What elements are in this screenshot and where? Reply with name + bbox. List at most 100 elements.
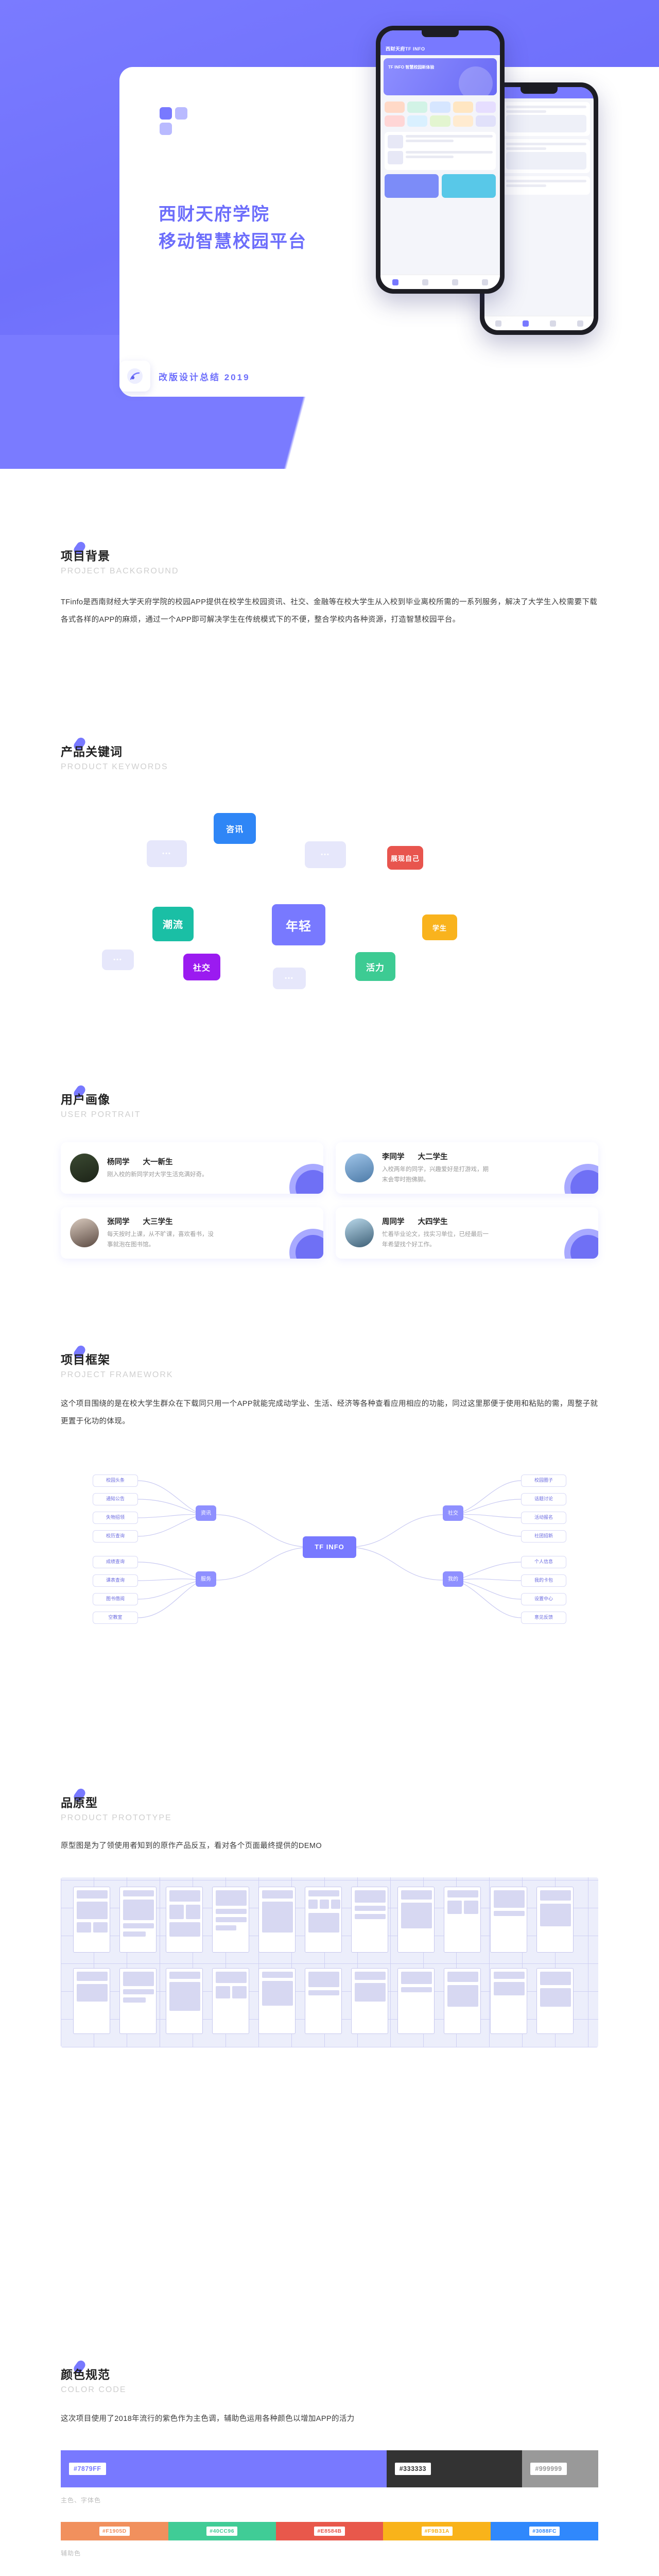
wireframe-screen [73, 1968, 110, 2035]
portrait-card: 杨同学大一新生 刚入校的新同学对大学生活充满好奇。 [61, 1142, 323, 1194]
keyword-tag[interactable]: 展现自己 [387, 846, 423, 870]
color-hex-chip: #333333 [394, 2463, 431, 2476]
tab-profile-icon[interactable] [482, 279, 488, 285]
portrait-desc: 每天按时上课，从不旷课，喜欢看书，没事就泡在图书馆。 [107, 1231, 214, 1248]
wireframe-screen [536, 1968, 574, 2035]
wireframe-screen [119, 1887, 157, 1953]
person-grade: 大三学生 [143, 1217, 173, 1226]
wire-block [123, 1972, 154, 1987]
line [506, 110, 546, 113]
phone-list [385, 132, 496, 170]
grid-icon[interactable] [385, 115, 405, 127]
phone-mockups: 西财天府TF INFO TF INFO 智慧校园新体验 [360, 21, 649, 412]
line [506, 184, 546, 187]
keyword-tag[interactable]: 咨讯 [214, 813, 256, 844]
mindmap-leaf: 我的卡包 [521, 1574, 566, 1587]
lines [506, 180, 586, 191]
wire-block [123, 1989, 154, 1995]
color-swatch: #F1905D [61, 2522, 168, 2541]
lines [406, 135, 493, 148]
wire-block [308, 1900, 318, 1909]
portrait-info: 李同学大二学生 入校两年的同学，兴趣爱好是打游戏，期末会零时抱佛脚。 [382, 1151, 493, 1185]
section-paragraph: TFinfo是西南财经大学天府学院的校园APP提供在校学生校园资讯、社交、金融等… [61, 598, 598, 624]
wire-block [401, 1972, 432, 1985]
wire-block [308, 1913, 339, 1933]
phone-screen-front: 西财天府TF INFO TF INFO 智慧校园新体验 [380, 30, 500, 289]
square-icon [175, 107, 187, 120]
wire-block [447, 1890, 478, 1898]
grid-icon[interactable] [475, 101, 496, 113]
keyword-cloud: 咨讯 展现自己 潮流 年轻 学生 社交 活力 [0, 792, 659, 989]
tab-social-icon[interactable] [522, 320, 529, 327]
wire-block [494, 1911, 525, 1917]
wireframe-screen [166, 1887, 203, 1953]
keyword-tag[interactable]: 年轻 [272, 904, 325, 945]
section-header: 品原型 PRODUCT PROTOTYPE [0, 1787, 659, 1823]
color-primary-label: 主色、字体色 [61, 2497, 101, 2504]
wireframe-screen [212, 1887, 249, 1953]
tab-profile-icon[interactable] [577, 320, 583, 327]
keyword-tag[interactable]: 活力 [355, 952, 395, 981]
thumb [388, 151, 403, 164]
color-swatch: #333333 [386, 2450, 523, 2488]
wire-block [447, 1972, 478, 1982]
hero-subtitle: 改版设计总结 2019 [159, 372, 250, 382]
feature-card[interactable] [385, 174, 439, 198]
wireframe-screen [397, 1887, 435, 1953]
phone-icon-grid [380, 98, 500, 130]
keyword-tag[interactable]: 潮流 [152, 907, 194, 941]
tab-home-icon[interactable] [392, 279, 398, 285]
wire-block [216, 1986, 230, 1999]
wire-block [494, 1890, 525, 1908]
wireframe-screen [258, 1887, 296, 1953]
wire-block [262, 1890, 293, 1899]
mindmap-leaf: 个人信息 [521, 1556, 566, 1569]
grid-icon[interactable] [407, 115, 428, 127]
grid-icon[interactable] [385, 101, 405, 113]
mindmap-leaf: 校园圈子 [521, 1475, 566, 1487]
tab-service-icon[interactable] [549, 320, 556, 327]
feed-image [506, 152, 586, 170]
line [406, 140, 454, 142]
mindmap-leaf: 成绩查询 [93, 1556, 138, 1569]
wire-block [216, 1909, 247, 1914]
feed-item[interactable] [488, 176, 590, 195]
wireframe-screen [397, 1968, 435, 2035]
mindmap-branch: 服务 [196, 1571, 216, 1587]
tab-social-icon[interactable] [422, 279, 428, 285]
grid-icon[interactable] [430, 115, 450, 127]
grid-icon[interactable] [475, 115, 496, 127]
grid-icon[interactable] [407, 101, 428, 113]
wire-block [232, 1986, 247, 1999]
portrait-info: 周同学大四学生 忙着毕业论文，找实习单位，已经最后一年希望找个好工作。 [382, 1216, 493, 1250]
grid-icon[interactable] [453, 101, 473, 113]
tab-service-icon[interactable] [452, 279, 458, 285]
line [506, 143, 586, 145]
keyword-tag[interactable]: 学生 [422, 914, 457, 940]
portrait-card: 周同学大四学生 忙着毕业论文，找实习单位，已经最后一年希望找个好工作。 [336, 1207, 598, 1259]
section-project-background: 项目背景 PROJECT BACKGROUND TFinfo是西南财经大学天府学… [0, 540, 659, 629]
person-name: 李同学 [382, 1153, 405, 1161]
mindmap-branch: 我的 [443, 1571, 463, 1587]
hero-title-line2: 移动智慧校园平台 [159, 231, 307, 251]
color-primary-row: #7879FF #333333 #999999 [61, 2450, 599, 2488]
grid-icon[interactable] [453, 115, 473, 127]
phone-notch [422, 30, 459, 37]
line [406, 135, 493, 138]
wire-block [401, 1987, 432, 1993]
feature-card[interactable] [442, 174, 496, 198]
list-item[interactable] [388, 151, 493, 164]
section-title-en: PRODUCT PROTOTYPE [61, 1814, 172, 1822]
tab-home-icon[interactable] [495, 320, 501, 327]
wire-block [464, 1901, 478, 1914]
section-paragraph: 这次项目使用了2018年流行的紫色作为主色调，辅助色运用各种颜色以增加APP的活… [61, 2415, 355, 2423]
wireframe-screen [166, 1968, 203, 2035]
square-icon [160, 123, 172, 135]
section-title-cn: 产品关键词 [61, 745, 123, 758]
section-header: 颜色规范 COLOR CODE [0, 2359, 659, 2395]
keyword-tag[interactable]: 社交 [183, 954, 220, 980]
keyword-placeholder [305, 841, 346, 868]
wire-block [77, 1984, 108, 2002]
list-item[interactable] [388, 135, 493, 148]
grid-icon[interactable] [430, 101, 450, 113]
